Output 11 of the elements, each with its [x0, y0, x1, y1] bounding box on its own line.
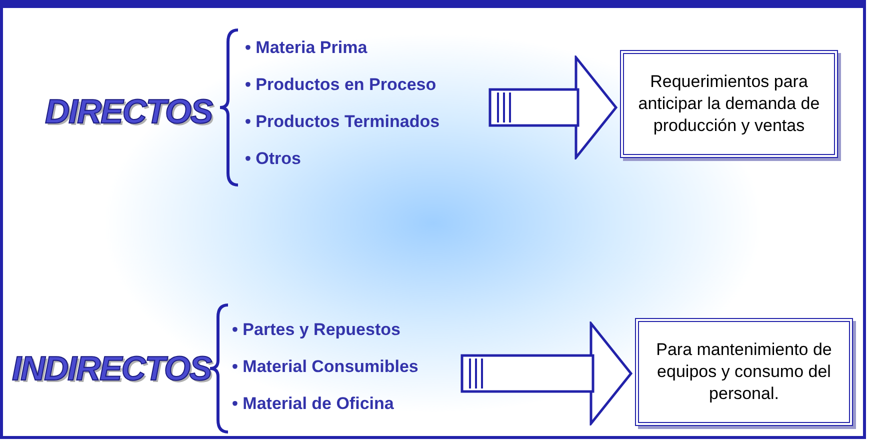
list-item: • Material Consumibles	[232, 356, 420, 378]
list-item: • Productos en Proceso	[245, 74, 438, 96]
list-item: • Material de Oficina	[232, 393, 395, 415]
list-item: • Otros	[245, 148, 302, 170]
text-box: Para mantenimiento de equipos y consumo del personal.	[635, 318, 853, 426]
word-art-label: INDIRECTOS	[12, 349, 212, 390]
list-item: • Partes y Repuestos	[232, 319, 402, 341]
word-art-label: DIRECTOS	[45, 92, 212, 133]
list-item: • Productos Terminados	[245, 111, 441, 133]
text-box: Requerimientos para anticipar la demanda de producción y ventas	[620, 50, 838, 158]
list-item: • Materia Prima	[245, 37, 368, 59]
